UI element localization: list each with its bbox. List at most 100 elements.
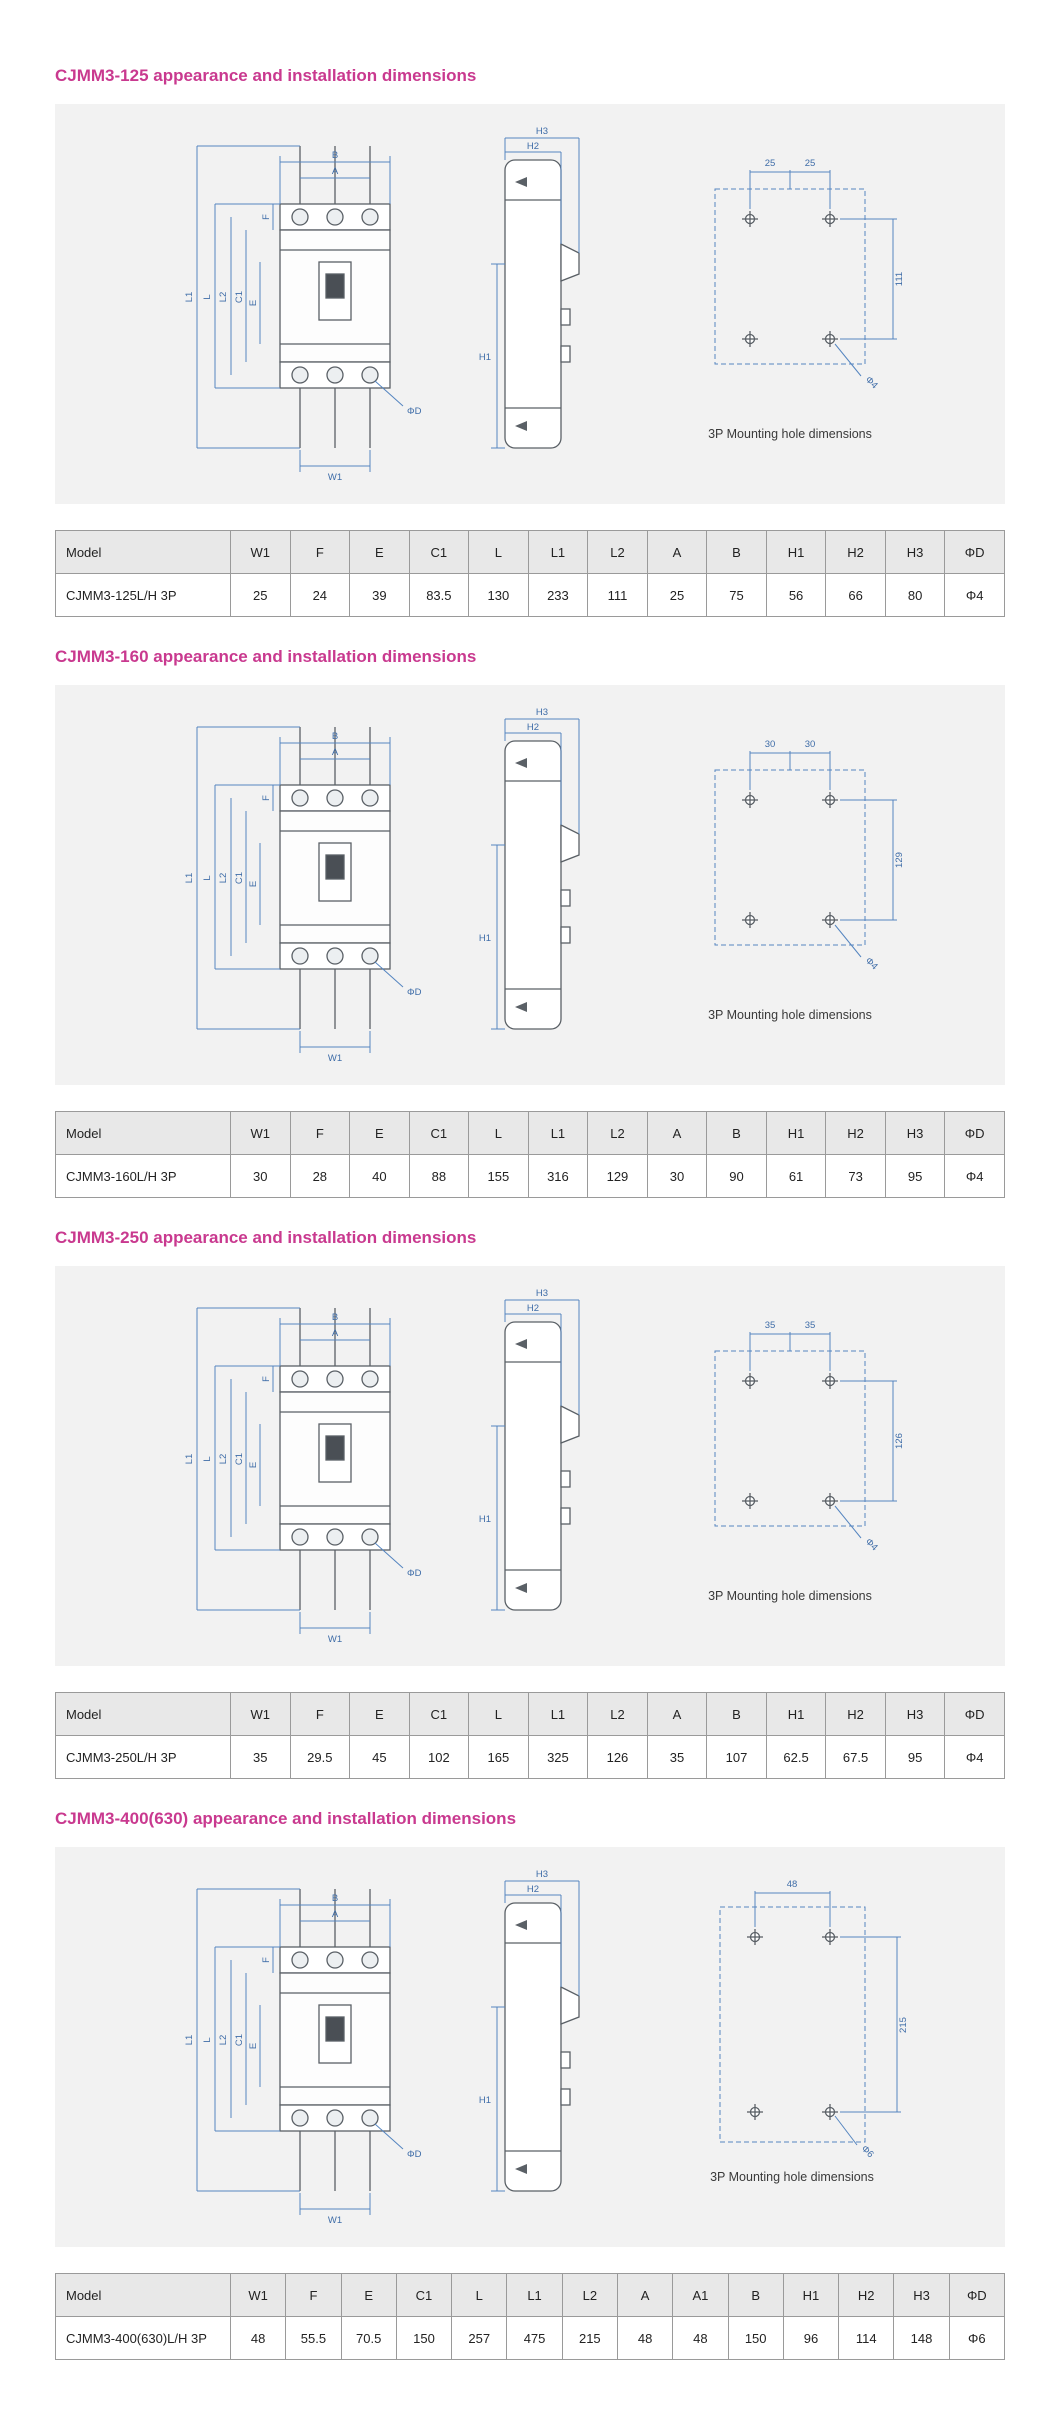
column-header: L2 <box>587 1692 648 1736</box>
column-header: H2 <box>838 2273 895 2317</box>
dim-label-H3: H3 <box>536 126 548 137</box>
table-cell: 126 <box>587 1735 648 1779</box>
table-cell: 233 <box>527 573 589 617</box>
dim-label-A: A <box>332 166 339 177</box>
table-cell: 88 <box>408 1154 470 1198</box>
column-header: ΦD <box>944 530 1005 574</box>
drawing-panel: B A L1 L L2 C1 E F W1 ΦD <box>55 685 1005 1085</box>
mounting-top-dim-2: 30 <box>805 739 816 750</box>
side-view: H3 H2 H1 <box>479 1288 580 1611</box>
table-cell: 40 <box>349 1154 410 1198</box>
dim-label-L: L <box>202 2037 213 2042</box>
dim-label-H3: H3 <box>536 1288 548 1299</box>
dim-label-L1: L1 <box>184 873 195 884</box>
table-cell: 35 <box>646 1735 708 1779</box>
column-header: H2 <box>825 1692 886 1736</box>
column-header: H1 <box>765 530 827 574</box>
dim-label-C1: C1 <box>234 1453 245 1465</box>
table-cell: 95 <box>884 1154 946 1198</box>
dim-label-L: L <box>202 1456 213 1461</box>
column-header: F <box>285 2273 342 2317</box>
dim-label-A: A <box>332 1909 339 1920</box>
table-cell: 257 <box>451 2316 508 2360</box>
mounting-top-dim-1: 25 <box>765 158 776 169</box>
table-cell: 150 <box>395 2316 453 2360</box>
dim-label-L1: L1 <box>184 1454 195 1465</box>
dim-label-L1: L1 <box>184 292 195 303</box>
mounting-top-dim-1: 30 <box>765 739 776 750</box>
table-cell: 39 <box>349 573 410 617</box>
dim-label-H1: H1 <box>479 933 491 944</box>
column-header: W1 <box>230 1111 291 1155</box>
section-cjmm3-400-630: CJMM3-400(630) appearance and installati… <box>55 1809 1006 2360</box>
column-header: E <box>349 1111 410 1155</box>
dim-label-L2: L2 <box>218 873 229 884</box>
mounting-hole-size: Φ6 <box>859 2143 876 2160</box>
dim-label-H2: H2 <box>527 722 539 733</box>
column-header: F <box>289 530 351 574</box>
column-header: L2 <box>587 530 648 574</box>
dim-label-H1: H1 <box>479 352 491 363</box>
table-cell: 55.5 <box>285 2316 342 2360</box>
column-header: C1 <box>395 2273 453 2317</box>
column-header: C1 <box>408 530 470 574</box>
table-cell: 95 <box>884 1735 946 1779</box>
front-view: B A L1 L L2 C1 E F W1 ΦD <box>184 1307 422 1645</box>
dim-label-phiD: ΦD <box>407 406 422 417</box>
table-cell: 316 <box>527 1154 589 1198</box>
column-header: W1 <box>230 530 291 574</box>
dim-label-F: F <box>261 1376 272 1382</box>
table-cell: 25 <box>646 573 708 617</box>
table-cell: 107 <box>706 1735 767 1779</box>
dim-label-phiD: ΦD <box>407 1568 422 1579</box>
column-header: H1 <box>765 1111 827 1155</box>
mounting-hole-diagram: 35 35 126 Φ4 3P Mounting hole dimensions <box>708 1320 905 1603</box>
table-cell: 148 <box>893 2316 950 2360</box>
table-cell: 102 <box>408 1735 470 1779</box>
technical-drawing: B A L1 L L2 C1 E F W1 ΦD <box>184 1869 909 2226</box>
table-cell: 62.5 <box>765 1735 827 1779</box>
mounting-side-dim: 129 <box>894 852 905 868</box>
table-cell: 61 <box>765 1154 827 1198</box>
mounting-hole-diagram: 30 30 129 Φ4 3P Mounting hole dimensions <box>708 739 905 1022</box>
column-header: E <box>349 530 410 574</box>
table-cell: 66 <box>825 573 886 617</box>
dim-label-phiD: ΦD <box>407 2149 422 2160</box>
column-header: H1 <box>782 2273 840 2317</box>
dim-label-C1: C1 <box>234 2034 245 2046</box>
dim-label-L1: L1 <box>184 2035 195 2046</box>
dim-label-W1: W1 <box>328 1053 342 1064</box>
column-header: L2 <box>561 2273 618 2317</box>
column-header: H2 <box>825 1111 886 1155</box>
technical-drawing: B A L1 L L2 C1 E F W1 ΦD <box>184 707 905 1064</box>
dim-label-phiD: ΦD <box>407 987 422 998</box>
table-cell: 325 <box>527 1735 589 1779</box>
table-cell: 130 <box>468 573 529 617</box>
mounting-hole-size: Φ4 <box>863 955 880 972</box>
section-heading: CJMM3-160 appearance and installation di… <box>55 647 477 666</box>
column-header: C1 <box>408 1692 470 1736</box>
mounting-side-dim: 111 <box>894 272 905 286</box>
column-header: H3 <box>884 530 946 574</box>
column-header: B <box>706 1692 767 1736</box>
column-header: ΦD <box>944 1111 1005 1155</box>
column-header: E <box>349 1692 410 1736</box>
mounting-hole-size: Φ4 <box>863 374 880 391</box>
dim-label-E: E <box>248 300 259 306</box>
table-cell: 24 <box>289 573 351 617</box>
dim-label-W1: W1 <box>328 2215 342 2226</box>
dim-label-L: L <box>202 294 213 299</box>
technical-drawing: B A L1 L L2 C1 E F W1 ΦD <box>184 1288 905 1645</box>
dim-label-B: B <box>332 150 338 161</box>
drawing-panel: B A L1 L L2 C1 E F W1 ΦD <box>55 104 1005 504</box>
dim-label-C1: C1 <box>234 872 245 884</box>
mounting-top-dim-2: 25 <box>805 158 816 169</box>
table-cell: 48 <box>616 2316 674 2360</box>
